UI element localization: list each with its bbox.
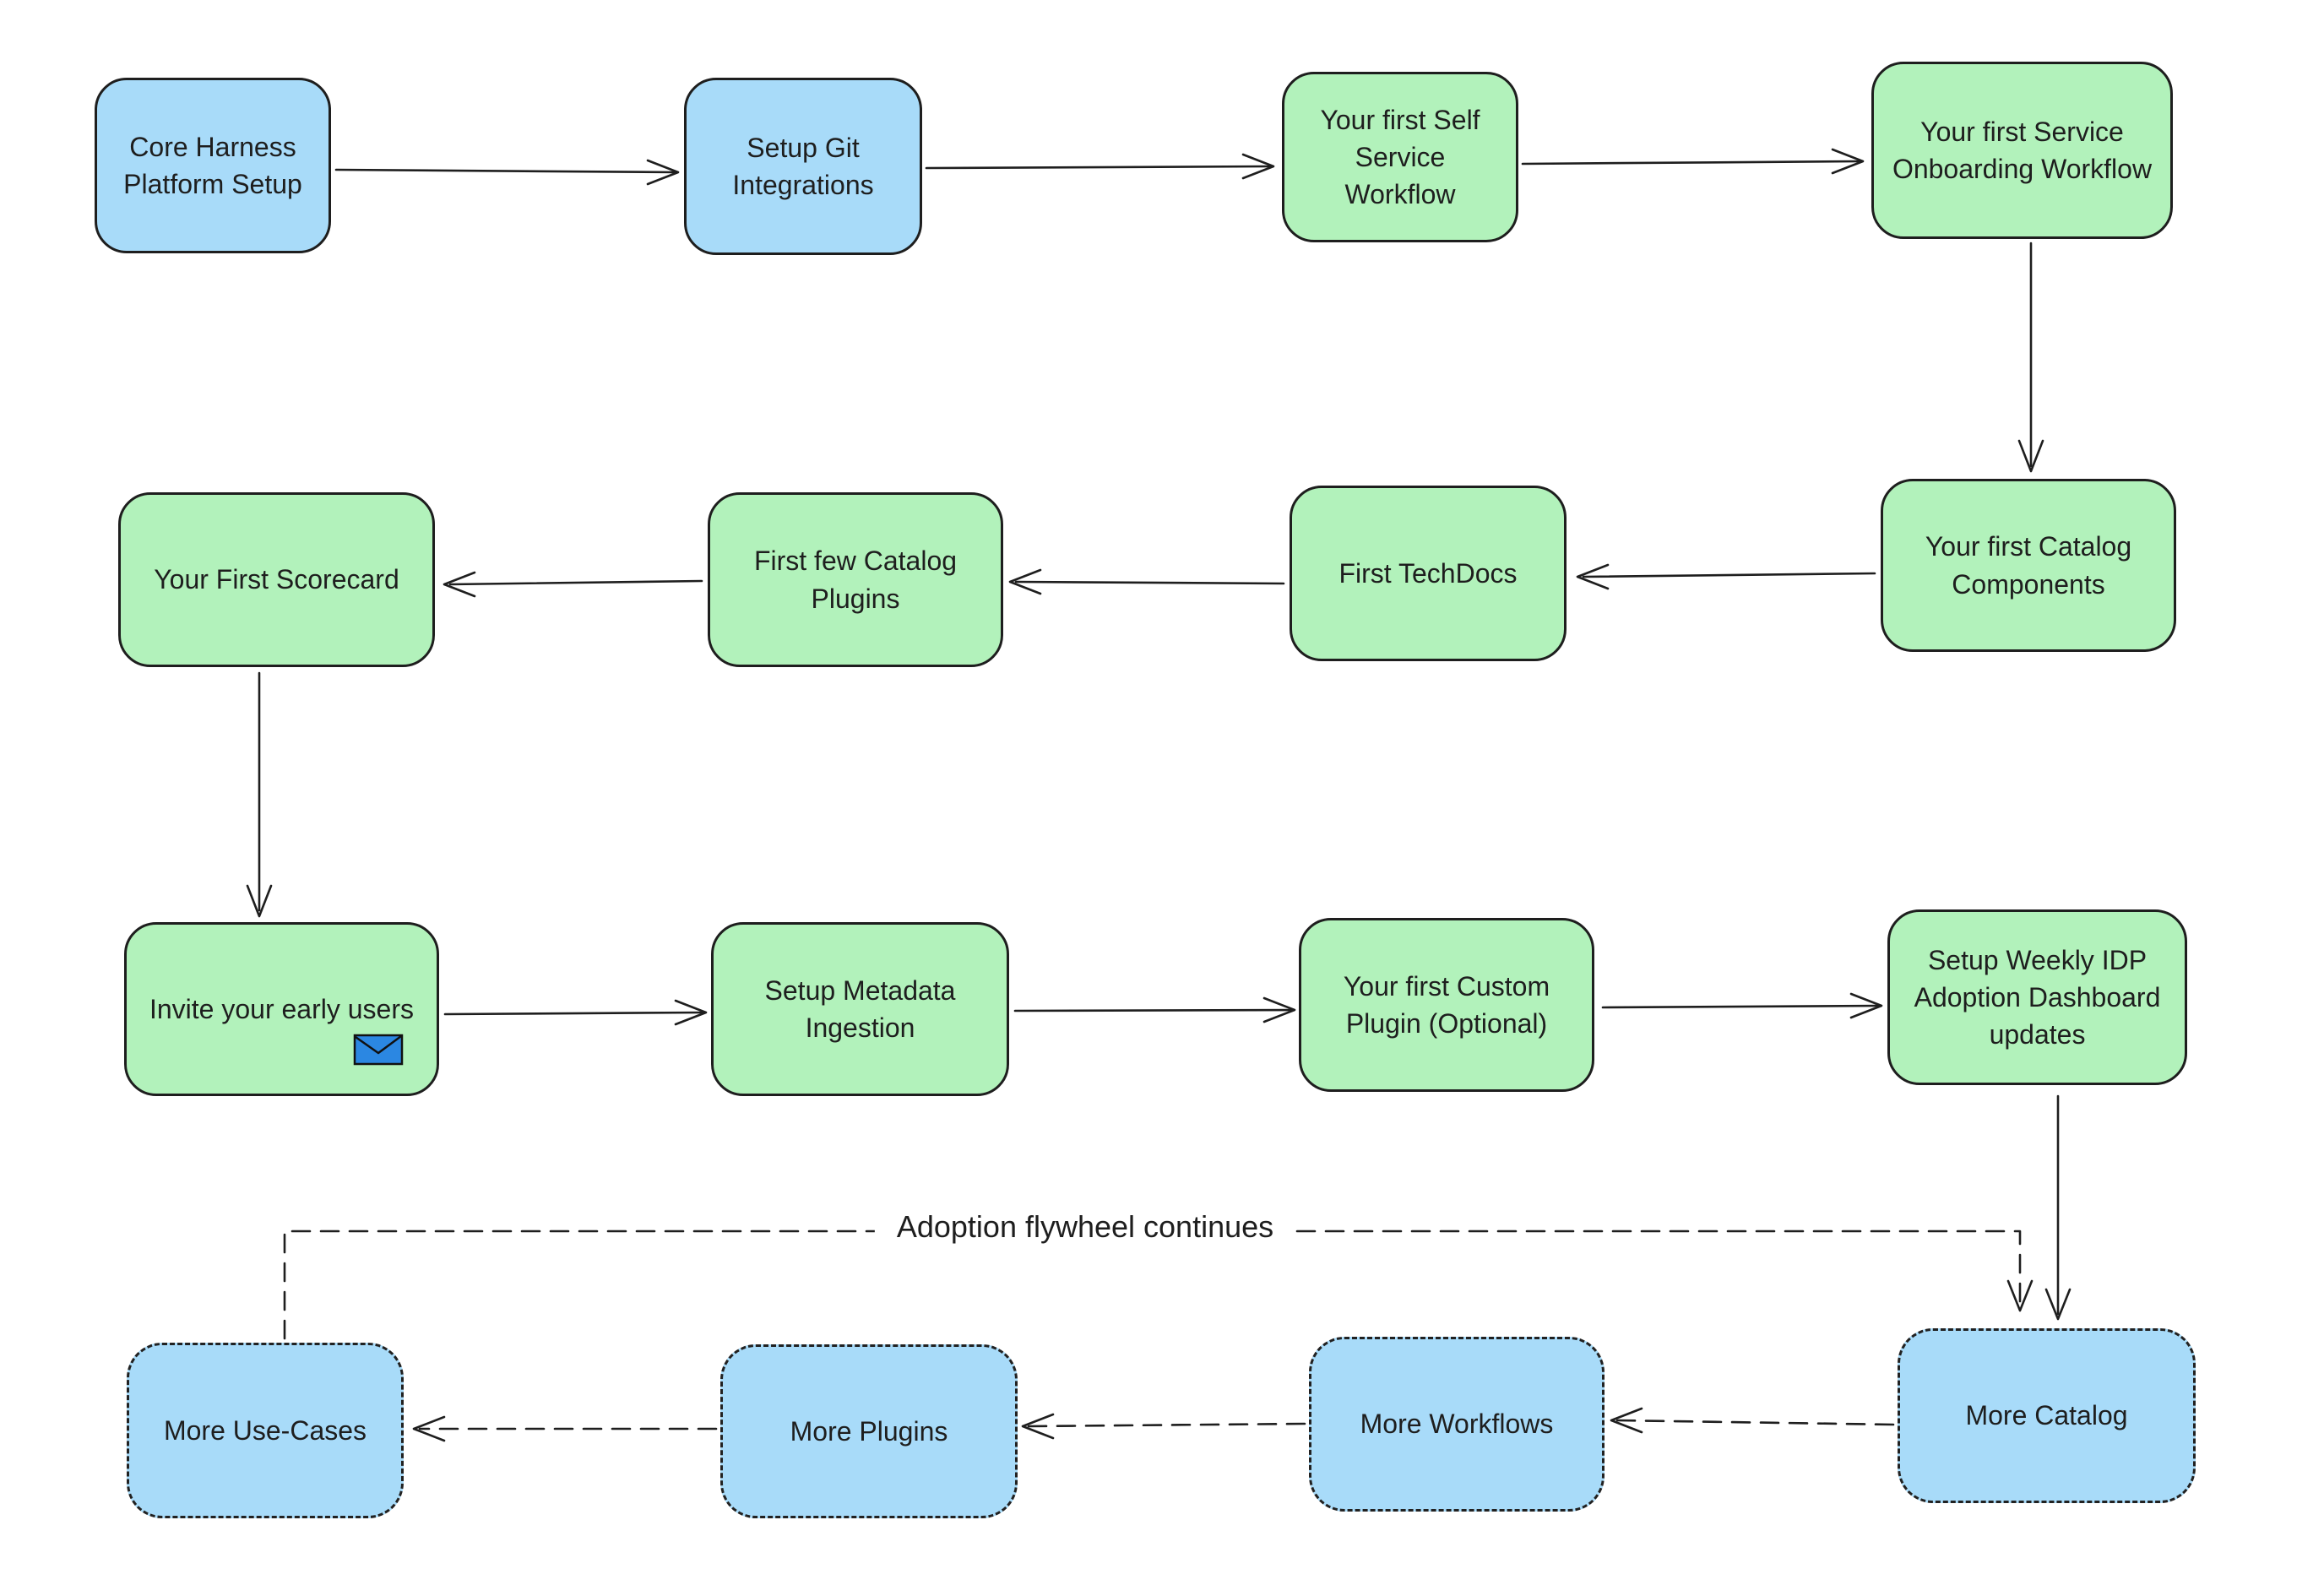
node-label: First few Catalog Plugins: [753, 546, 958, 614]
arrow-scorecard-to-invite: [246, 671, 273, 918]
node-label: More Catalog: [1965, 1400, 2128, 1431]
arrow-catalog-components-to-techdocs: [1576, 563, 1876, 590]
node-invite-early-users[interactable]: Invite your early users: [124, 922, 439, 1096]
node-label: Setup Weekly IDP Adoption Dashboard upda…: [1914, 944, 2161, 1050]
arrow-more-plugins-to-more-use-cases: [412, 1415, 718, 1442]
flywheel-continues-label: Adoption flywheel continues: [874, 1209, 1296, 1245]
node-first-few-catalog-plugins[interactable]: First few Catalog Plugins: [708, 492, 1003, 667]
arrow-custom-plugin-to-idp-dashboard: [1601, 992, 1883, 1019]
envelope-icon: [353, 1034, 404, 1066]
node-more-workflows[interactable]: More Workflows: [1309, 1337, 1605, 1512]
node-first-self-service-workflow[interactable]: Your first Self Service Workflow: [1282, 72, 1518, 242]
node-more-catalog[interactable]: More Catalog: [1898, 1328, 2196, 1503]
node-weekly-idp-adoption-dashboard[interactable]: Setup Weekly IDP Adoption Dashboard upda…: [1887, 909, 2187, 1085]
node-label: Setup Metadata Ingestion: [764, 974, 956, 1043]
node-label: Your First Scorecard: [154, 564, 399, 595]
arrow-techdocs-to-catalog-plugins: [1008, 568, 1285, 595]
node-label: More Use-Cases: [163, 1414, 367, 1446]
node-more-use-cases[interactable]: More Use-Cases: [127, 1343, 404, 1518]
arrow-idp-dashboard-to-more-catalog: [2044, 1094, 2072, 1321]
arrow-git-to-self-service: [925, 153, 1275, 180]
node-setup-git-integrations[interactable]: Setup Git Integrations: [684, 78, 922, 255]
arrow-invite-to-metadata: [443, 999, 708, 1026]
node-label: Core Harness Platform Setup: [123, 131, 302, 199]
node-first-custom-plugin[interactable]: Your first Custom Plugin (Optional): [1299, 918, 1594, 1092]
arrow-more-workflows-to-more-plugins: [1021, 1413, 1306, 1440]
arrow-flywheel-loop: [283, 1230, 2033, 1340]
node-label: Setup Git Integrations: [732, 132, 874, 200]
node-first-scorecard[interactable]: Your First Scorecard: [118, 492, 435, 667]
node-label: Your first Self Service Workflow: [1320, 104, 1480, 210]
arrow-more-catalog-to-more-workflows: [1610, 1407, 1895, 1434]
node-more-plugins[interactable]: More Plugins: [720, 1344, 1018, 1518]
arrow-core-to-git: [334, 159, 680, 186]
node-first-catalog-components[interactable]: Your first Catalog Components: [1881, 479, 2176, 652]
node-first-techdocs[interactable]: First TechDocs: [1290, 486, 1567, 661]
arrow-onboarding-to-catalog-components: [2017, 242, 2044, 473]
node-core-harness-platform-setup[interactable]: Core Harness Platform Setup: [95, 78, 331, 253]
node-label: More Workflows: [1360, 1409, 1554, 1440]
arrow-self-service-to-onboarding: [1521, 148, 1865, 175]
node-label: Your first Custom Plugin (Optional): [1343, 970, 1550, 1039]
node-label: First TechDocs: [1338, 557, 1518, 589]
arrow-catalog-plugins-to-scorecard: [443, 571, 703, 598]
node-first-service-onboarding-workflow[interactable]: Your first Service Onboarding Workflow: [1871, 62, 2173, 239]
node-setup-metadata-ingestion[interactable]: Setup Metadata Ingestion: [711, 922, 1009, 1096]
node-label: More Plugins: [790, 1415, 948, 1447]
node-label: Your first Service Onboarding Workflow: [1892, 116, 2153, 184]
arrow-metadata-to-custom-plugin: [1013, 996, 1296, 1023]
node-label: Your first Catalog Components: [1925, 531, 2132, 600]
node-label: Invite your early users: [149, 993, 414, 1024]
